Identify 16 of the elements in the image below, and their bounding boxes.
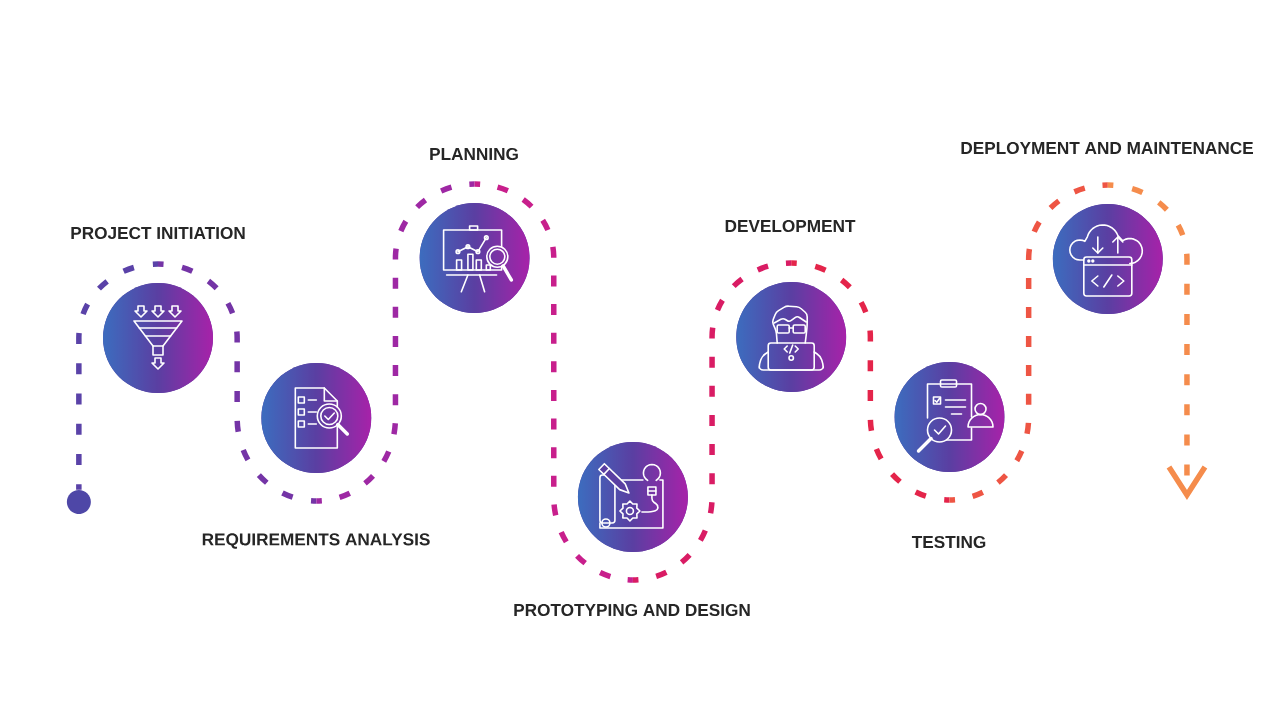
step-title: PROJECT INITIATION <box>71 226 245 240</box>
step-title: DEVELOPMENT <box>725 219 856 233</box>
dashed-line <box>632 260 792 583</box>
dashed-line <box>157 261 317 504</box>
dashed-line <box>791 260 950 503</box>
dashed-line <box>316 181 475 504</box>
step-title: PLANNING <box>430 147 518 161</box>
dashed-arrow <box>1107 182 1208 500</box>
start-dot <box>66 490 91 514</box>
dashed-line <box>949 182 1108 503</box>
dashed-line <box>474 181 634 583</box>
step-title: TESTING <box>911 535 986 549</box>
dashed-line <box>76 261 159 490</box>
step-title: REQUIREMENTS ANALYSIS <box>202 533 430 549</box>
step-title: DEPLOYMENT AND MAINTENANCE <box>961 141 1253 155</box>
step-title: PROTOTYPING AND DESIGN <box>514 603 750 617</box>
